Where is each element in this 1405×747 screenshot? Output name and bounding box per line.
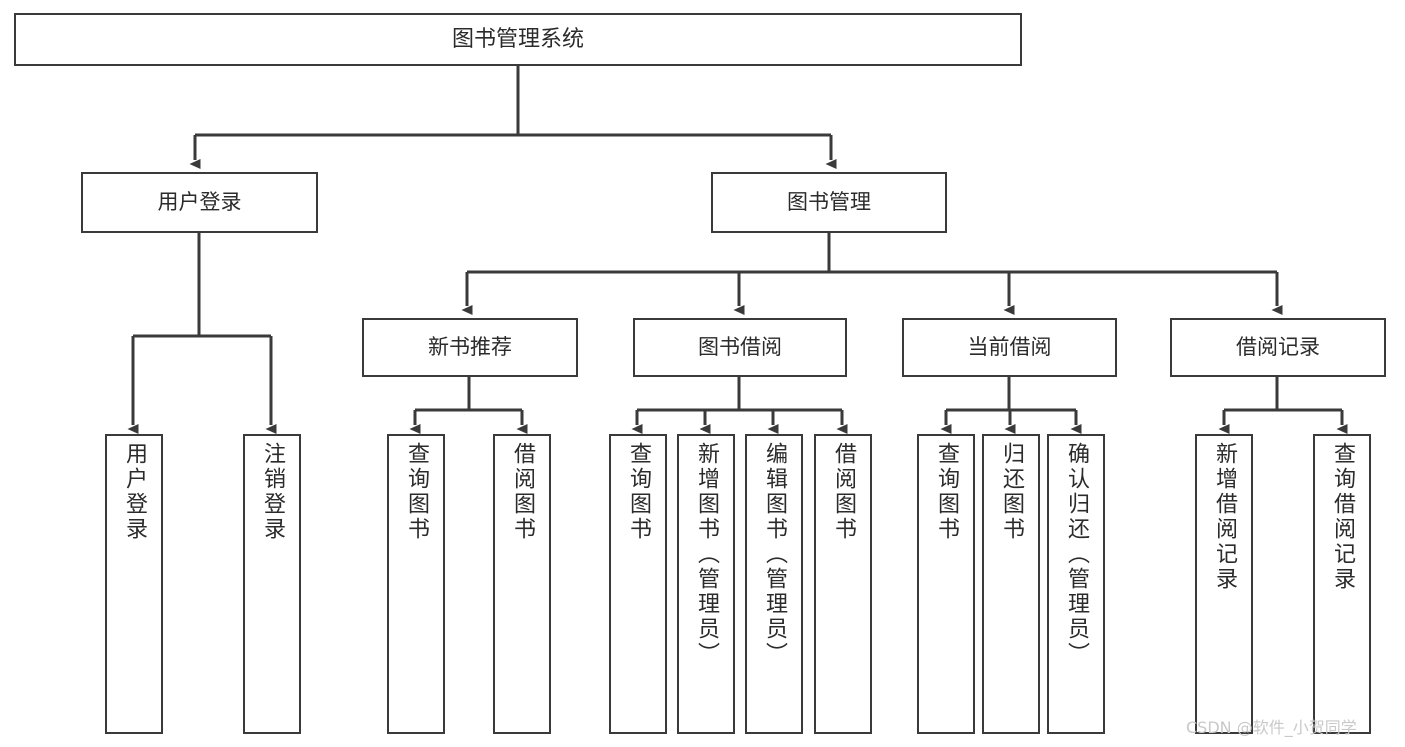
node-current-borrow-label: 当前借阅 [967, 335, 1052, 360]
leaf-current-query-book[interactable]: 查询图书 [917, 434, 975, 734]
node-book-borrow[interactable]: 图书借阅 [633, 318, 847, 377]
leaf-recommend-query-book[interactable]: 查询图书 [387, 434, 445, 734]
node-book-management[interactable]: 图书管理 [711, 172, 947, 233]
leaf-borrow-borrow-book[interactable]: 借阅图书 [814, 434, 872, 734]
leaf-borrow-edit-book[interactable]: 编辑图书（管理员） [745, 434, 803, 734]
node-borrow-record[interactable]: 借阅记录 [1170, 318, 1386, 377]
leaf-borrow-borrow-book-label: 借阅图书 [831, 442, 856, 542]
leaf-record-query-record[interactable]: 查询借阅记录 [1313, 434, 1371, 734]
leaf-current-query-book-label: 查询图书 [934, 442, 959, 542]
leaf-borrow-query-book[interactable]: 查询图书 [609, 434, 667, 734]
leaf-record-add-record-label: 新增借阅记录 [1212, 442, 1237, 592]
node-new-book-recommend-label: 新书推荐 [428, 335, 512, 360]
leaf-recommend-borrow-book[interactable]: 借阅图书 [493, 434, 551, 734]
leaf-user-login-logout-label: 注销登录 [260, 442, 285, 542]
leaf-current-confirm-return[interactable]: 确认归还（管理员） [1047, 434, 1105, 734]
node-current-borrow[interactable]: 当前借阅 [902, 318, 1117, 377]
node-user-login[interactable]: 用户登录 [81, 172, 318, 233]
leaf-record-query-record-label: 查询借阅记录 [1330, 442, 1355, 592]
leaf-record-add-record[interactable]: 新增借阅记录 [1195, 434, 1253, 734]
leaf-borrow-edit-book-label: 编辑图书（管理员） [762, 442, 787, 667]
node-user-login-label: 用户登录 [157, 190, 242, 215]
leaf-borrow-query-book-label: 查询图书 [626, 442, 651, 542]
leaf-current-return-book[interactable]: 归还图书 [982, 434, 1040, 734]
node-root-label: 图书管理系统 [451, 26, 584, 52]
leaf-recommend-query-book-label: 查询图书 [404, 442, 429, 542]
leaf-current-confirm-return-label: 确认归还（管理员） [1064, 442, 1089, 667]
leaf-user-login-login-label: 用户登录 [122, 442, 147, 542]
node-root[interactable]: 图书管理系统 [14, 13, 1022, 66]
node-new-book-recommend[interactable]: 新书推荐 [362, 318, 578, 377]
node-book-borrow-label: 图书借阅 [698, 335, 782, 360]
node-book-management-label: 图书管理 [787, 190, 871, 215]
node-borrow-record-label: 借阅记录 [1236, 335, 1320, 360]
leaf-recommend-borrow-book-label: 借阅图书 [510, 442, 535, 542]
leaf-current-return-book-label: 归还图书 [999, 442, 1024, 542]
leaf-borrow-add-book-label: 新增图书（管理员） [694, 442, 719, 667]
leaf-user-login-logout[interactable]: 注销登录 [243, 434, 301, 734]
leaf-borrow-add-book[interactable]: 新增图书（管理员） [677, 434, 735, 734]
leaf-user-login-login[interactable]: 用户登录 [105, 434, 163, 734]
